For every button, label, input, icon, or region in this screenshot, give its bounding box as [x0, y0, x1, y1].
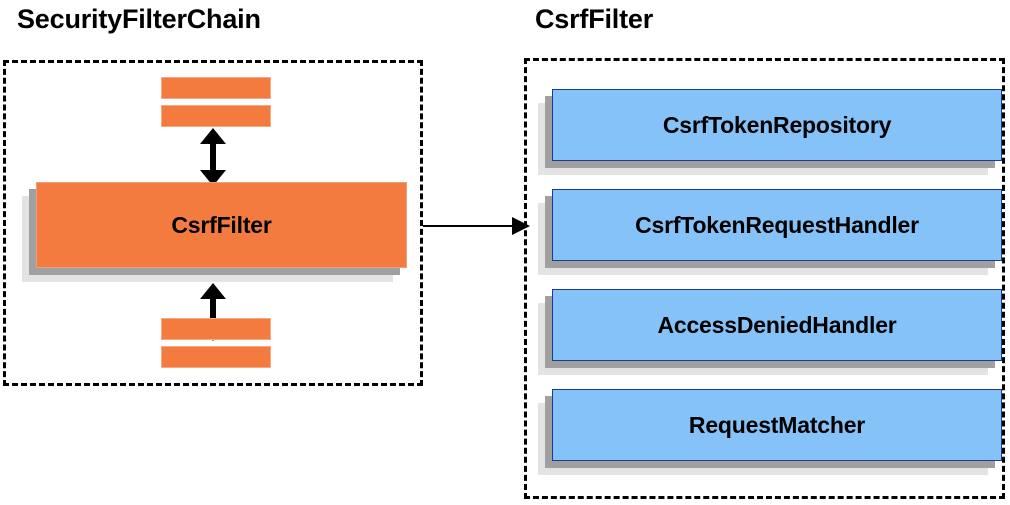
arrow-shaft — [210, 141, 216, 173]
component-face: CsrfTokenRepository — [552, 89, 1002, 161]
component-face: CsrfFilter — [36, 182, 407, 268]
component-label: CsrfFilter — [171, 211, 272, 238]
arrow-bidirectional-upper — [200, 128, 226, 186]
filter-bar-above-2 — [161, 105, 271, 127]
csrf-filter-container — [524, 58, 1005, 499]
collaborator-request-matcher[interactable]: RequestMatcher — [538, 389, 1002, 475]
component-face: RequestMatcher — [552, 389, 1002, 461]
component-face: CsrfTokenRequestHandler — [552, 189, 1002, 261]
page-title-csrf-filter: CsrfFilter — [535, 4, 654, 34]
arrow-head-up-icon — [200, 283, 226, 299]
arrow-shaft — [210, 296, 216, 328]
security-filter-chain-container — [3, 60, 423, 386]
collaborator-csrf-token-repository[interactable]: CsrfTokenRepository — [538, 89, 1002, 175]
connector-shaft — [423, 225, 514, 227]
component-label: RequestMatcher — [688, 411, 866, 438]
component-face: AccessDeniedHandler — [552, 289, 1002, 361]
component-label: AccessDeniedHandler — [657, 311, 897, 338]
component-csrf-filter-highlight[interactable]: CsrfFilter — [22, 182, 407, 282]
collaborator-csrf-token-request-handler[interactable]: CsrfTokenRequestHandler — [538, 189, 1002, 275]
filter-bar-below-2 — [161, 346, 271, 368]
component-label: CsrfTokenRepository — [662, 111, 892, 138]
collaborator-access-denied-handler[interactable]: AccessDeniedHandler — [538, 289, 1002, 375]
page-title-security-filter-chain: SecurityFilterChain — [17, 4, 261, 34]
filter-bar-above-1 — [161, 77, 271, 99]
connector-arrow-to-csrf-filter — [423, 217, 530, 235]
component-label: CsrfTokenRequestHandler — [635, 211, 919, 238]
filter-bar-below-1 — [161, 318, 271, 340]
arrow-head-up-icon — [200, 128, 226, 144]
